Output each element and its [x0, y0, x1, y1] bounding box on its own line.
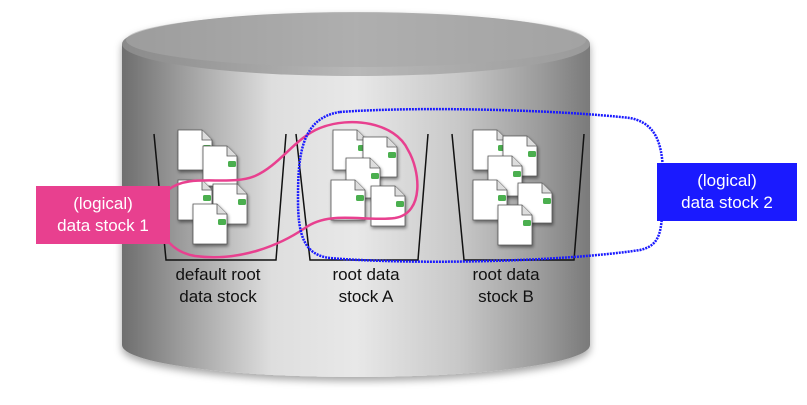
document-tag-icon: [238, 199, 246, 205]
document-tag-icon: [498, 195, 506, 201]
label-line: stock A: [338, 287, 394, 306]
document-tag-icon: [396, 201, 404, 207]
documents-layer: [177, 129, 553, 246]
document-tag-icon: [388, 152, 396, 158]
label-line: stock B: [478, 287, 534, 306]
label-line: default root: [175, 265, 261, 284]
label-line: (logical): [73, 194, 133, 213]
logical-stock-2-outline: [296, 107, 665, 263]
label-root-data-stock-a: root data stock A: [296, 264, 436, 308]
document-tag-icon: [523, 220, 531, 226]
label-default-root-data-stock: default root data stock: [148, 264, 288, 308]
document-icon: [497, 204, 533, 246]
logical-data-stock-2-label: (logical) data stock 2: [657, 163, 797, 221]
label-line: root data: [472, 265, 540, 284]
document-tag-icon: [356, 195, 364, 201]
logical-stock-1-badge: [36, 186, 170, 244]
logical-data-stock-1-label: (logical) data stock 1: [36, 186, 170, 244]
document-tag-icon: [543, 198, 551, 204]
label-root-data-stock-b: root data stock B: [436, 264, 576, 308]
document-tag-icon: [513, 171, 521, 177]
document-icon: [202, 145, 238, 187]
document-tag-icon: [528, 151, 536, 157]
label-line: data stock 1: [57, 216, 149, 235]
label-line: (logical): [697, 171, 757, 190]
label-line: root data: [332, 265, 400, 284]
document-tag-icon: [228, 161, 236, 167]
document-tag-icon: [203, 195, 211, 201]
logical-stock-2-badge: [657, 163, 797, 221]
document-icon: [192, 203, 228, 245]
label-line: data stock: [179, 287, 257, 306]
label-line: data stock 2: [681, 193, 773, 212]
document-tag-icon: [218, 219, 226, 225]
logical-stock-1-outline: [158, 120, 419, 259]
document-icon: [370, 185, 406, 227]
bin-root-b: [451, 133, 585, 261]
document-icon: [330, 179, 366, 221]
document-tag-icon: [371, 173, 379, 179]
